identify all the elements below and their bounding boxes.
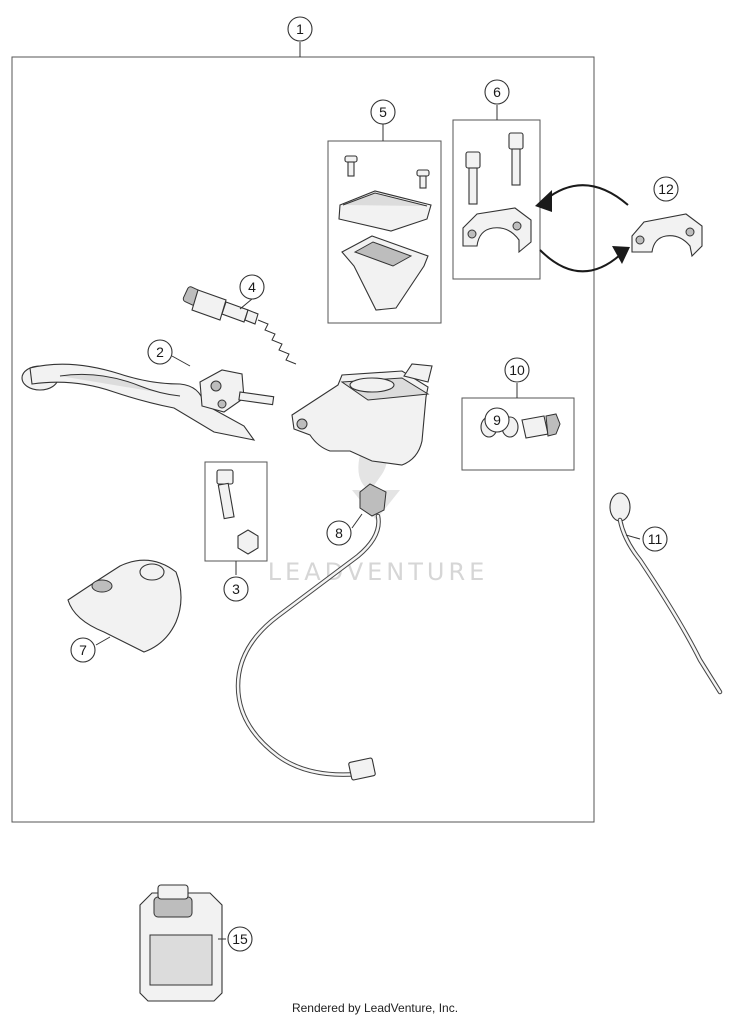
banjo-bolt [521,415,549,439]
cover-screw-right [416,169,430,189]
lever-nut [237,529,259,555]
part-brake-light-switch [235,483,387,781]
callout-8: 8 [326,520,352,546]
switch-connector [348,757,376,781]
callout-2: 2 [147,339,173,365]
callout-5: 5 [370,99,396,125]
svg-text:7: 7 [79,642,87,658]
clamp-bolt-left [465,151,481,205]
callout-3: 3 [223,576,249,602]
leader-8 [351,513,363,529]
part-brake-lever [21,363,275,441]
callout-6: 6 [484,79,510,105]
clamp-bolt-right [508,132,524,186]
watermark: LEADVENTURE [268,429,489,586]
exchange-arrows [535,184,630,273]
svg-text:3: 3 [232,581,240,597]
svg-text:9: 9 [493,412,501,428]
callout-9: 9 [484,407,510,433]
piston-spring [257,319,297,365]
part-clamp-kit [462,132,532,254]
svg-text:2: 2 [156,344,164,360]
svg-text:12: 12 [658,181,674,197]
svg-text:15: 15 [232,931,248,947]
callout-1: 1 [287,16,313,42]
cover-screw-left [344,155,358,177]
part-reservoir-cover-kit [338,155,432,311]
callout-11: 11 [642,526,668,552]
svg-text:4: 4 [248,279,256,295]
part-replacement-clamp [631,213,703,258]
switch-body [359,483,387,517]
part-brake-fluid [139,884,223,1002]
part-piston-assembly [182,286,297,365]
leader-11 [625,534,641,540]
leader-4 [239,298,253,310]
group-box-5 [327,140,442,324]
arrow-to-clamp [544,184,629,206]
callout-4: 4 [239,274,265,300]
svg-text:6: 6 [493,84,501,100]
switch-cable [235,513,381,777]
part-master-cylinder-body [291,363,433,466]
part-lever-bolt-kit [216,469,259,555]
leader-7 [95,636,111,646]
footer-credit: Rendered by LeadVenture, Inc. [291,1001,459,1015]
svg-text:1: 1 [296,21,304,37]
svg-text:8: 8 [335,525,343,541]
part-brake-line [609,492,723,695]
svg-text:5: 5 [379,104,387,120]
assembly-frame [11,56,595,823]
callout-15: 15 [227,926,253,952]
svg-text:11: 11 [648,531,663,547]
watermark-text: LEADVENTURE [268,558,489,586]
callout-10: 10 [504,357,530,383]
callout-7: 7 [70,637,96,663]
leader-2 [171,355,191,367]
group-box-6 [452,119,541,280]
arrow-to-replacement [539,249,621,273]
callout-12: 12 [653,176,679,202]
group-box-10 [461,397,575,471]
clamp-half [462,207,532,254]
svg-text:10: 10 [509,362,525,378]
